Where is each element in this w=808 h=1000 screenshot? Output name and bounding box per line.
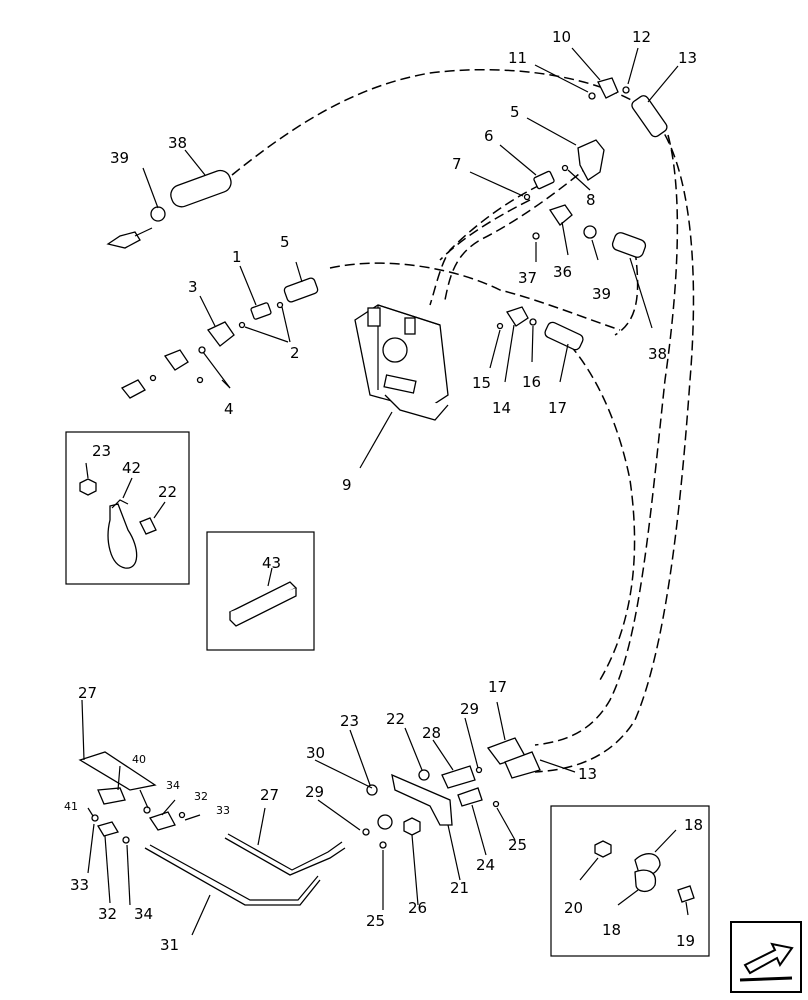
callout-16: 16 [522,373,541,391]
callout-7: 7 [452,155,462,173]
callout-23-bottom: 23 [340,712,359,730]
callout-22-bottom: 22 [386,710,405,728]
inset-hose-clamp [550,805,710,957]
callout-26: 26 [408,899,427,917]
callout-11: 11 [508,49,527,67]
callout-1: 1 [232,248,242,266]
inset-strip [206,531,315,651]
callout-42: 42 [122,459,141,477]
callout-12: 12 [632,28,651,46]
callout-5-left: 5 [280,233,290,251]
callout-43: 43 [262,554,281,572]
valve-body [354,304,449,421]
callout-8: 8 [586,191,596,209]
callout-18-top: 18 [684,816,703,834]
callout-40: 40 [132,753,146,766]
callout-10: 10 [552,28,571,46]
callout-27-mid: 27 [260,786,279,804]
callout-24: 24 [476,856,495,874]
leader-lines-lower [87,701,576,936]
leader-lines-upper [142,47,679,469]
callout-18-bottom: 18 [602,921,621,939]
callout-13-top: 13 [678,49,697,67]
inset-clamp-kit [65,431,190,585]
callout-21: 21 [450,879,469,897]
callout-34-bottom: 34 [134,905,153,923]
callout-39-left: 39 [110,149,129,167]
callout-9: 9 [342,476,352,494]
callout-25-right: 25 [508,836,527,854]
callout-19: 19 [676,932,695,950]
callout-17-top: 17 [548,399,567,417]
callout-4: 4 [224,400,234,418]
callout-30: 30 [306,744,325,762]
callout-5-top: 5 [510,103,520,121]
callout-39-right: 39 [592,285,611,303]
callout-36: 36 [553,263,572,281]
upper-fittings [106,77,668,399]
callout-28: 28 [422,724,441,742]
callout-27-left: 27 [78,684,97,702]
callout-32-bottom: 32 [98,905,117,923]
hose-lines [231,68,695,773]
callout-20: 20 [564,899,583,917]
callout-23-inset: 23 [92,442,111,460]
next-page-arrow-icon[interactable] [730,921,802,993]
callout-29-left: 29 [305,783,324,801]
callout-33-top: 33 [216,804,230,817]
callout-labels: 10 12 13 11 5 38 39 6 7 8 1 5 37 36 39 3… [64,28,703,954]
callout-31: 31 [160,936,179,954]
callout-33-bottom: 33 [70,876,89,894]
callout-22-inset: 22 [158,483,177,501]
callout-25-bottom: 25 [366,912,385,930]
callout-32-top: 32 [194,790,208,803]
callout-38-right: 38 [648,345,667,363]
callout-13-bottom: 13 [578,765,597,783]
callout-29-right: 29 [460,700,479,718]
callout-14: 14 [492,399,511,417]
callout-2: 2 [290,344,300,362]
callout-6: 6 [484,127,494,145]
callout-38-top: 38 [168,134,187,152]
callout-17-bottom: 17 [488,678,507,696]
callout-34-top: 34 [166,779,180,792]
lower-assembly [78,699,541,906]
callout-3: 3 [188,278,198,296]
callout-15: 15 [472,374,491,392]
callout-37: 37 [518,269,537,287]
callout-41: 41 [64,800,78,813]
